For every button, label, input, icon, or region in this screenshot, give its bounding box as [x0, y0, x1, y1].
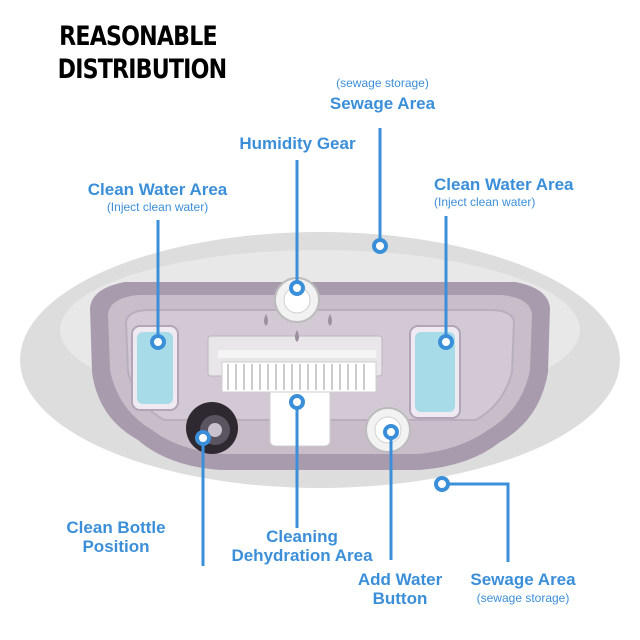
humidity-gear-label: Humidity Gear — [239, 134, 356, 153]
dehydration-area — [269, 391, 331, 447]
add-water-label: Add Water Button — [357, 570, 443, 608]
cleaning-brush — [221, 361, 377, 393]
heading: REASONABLE DISTRIBUTION — [57, 20, 227, 86]
sewage-top-sub: (sewage storage) — [336, 76, 429, 90]
heading-line1: REASONABLE — [59, 21, 217, 52]
droplet-icon — [295, 330, 299, 342]
clean-water-left-title: Clean Water Area — [87, 180, 228, 199]
clean-water-well-right — [415, 332, 455, 412]
clean-bottle-label: Clean Bottle Position — [66, 518, 166, 556]
clean-water-right-title: Clean Water Area — [434, 175, 574, 194]
droplet-icon — [264, 314, 268, 326]
sewage-top-title: Sewage Area — [329, 94, 436, 113]
cleaning-dehydration-label: Cleaning Dehydration Area — [231, 527, 373, 565]
clean-water-well-left — [137, 332, 173, 404]
sewage-bottom-title: Sewage Area — [470, 570, 576, 589]
clean-water-left-sub: (Inject clean water) — [106, 200, 209, 214]
droplet-icon — [328, 314, 332, 326]
clean-water-right-sub: (Inject clean water) — [434, 195, 536, 209]
callout-dots — [150, 238, 454, 492]
sewage-bottom-sub: (sewage storage) — [476, 591, 570, 605]
heading-line2: DISTRIBUTION — [57, 54, 227, 85]
callout-lines — [156, 128, 510, 566]
